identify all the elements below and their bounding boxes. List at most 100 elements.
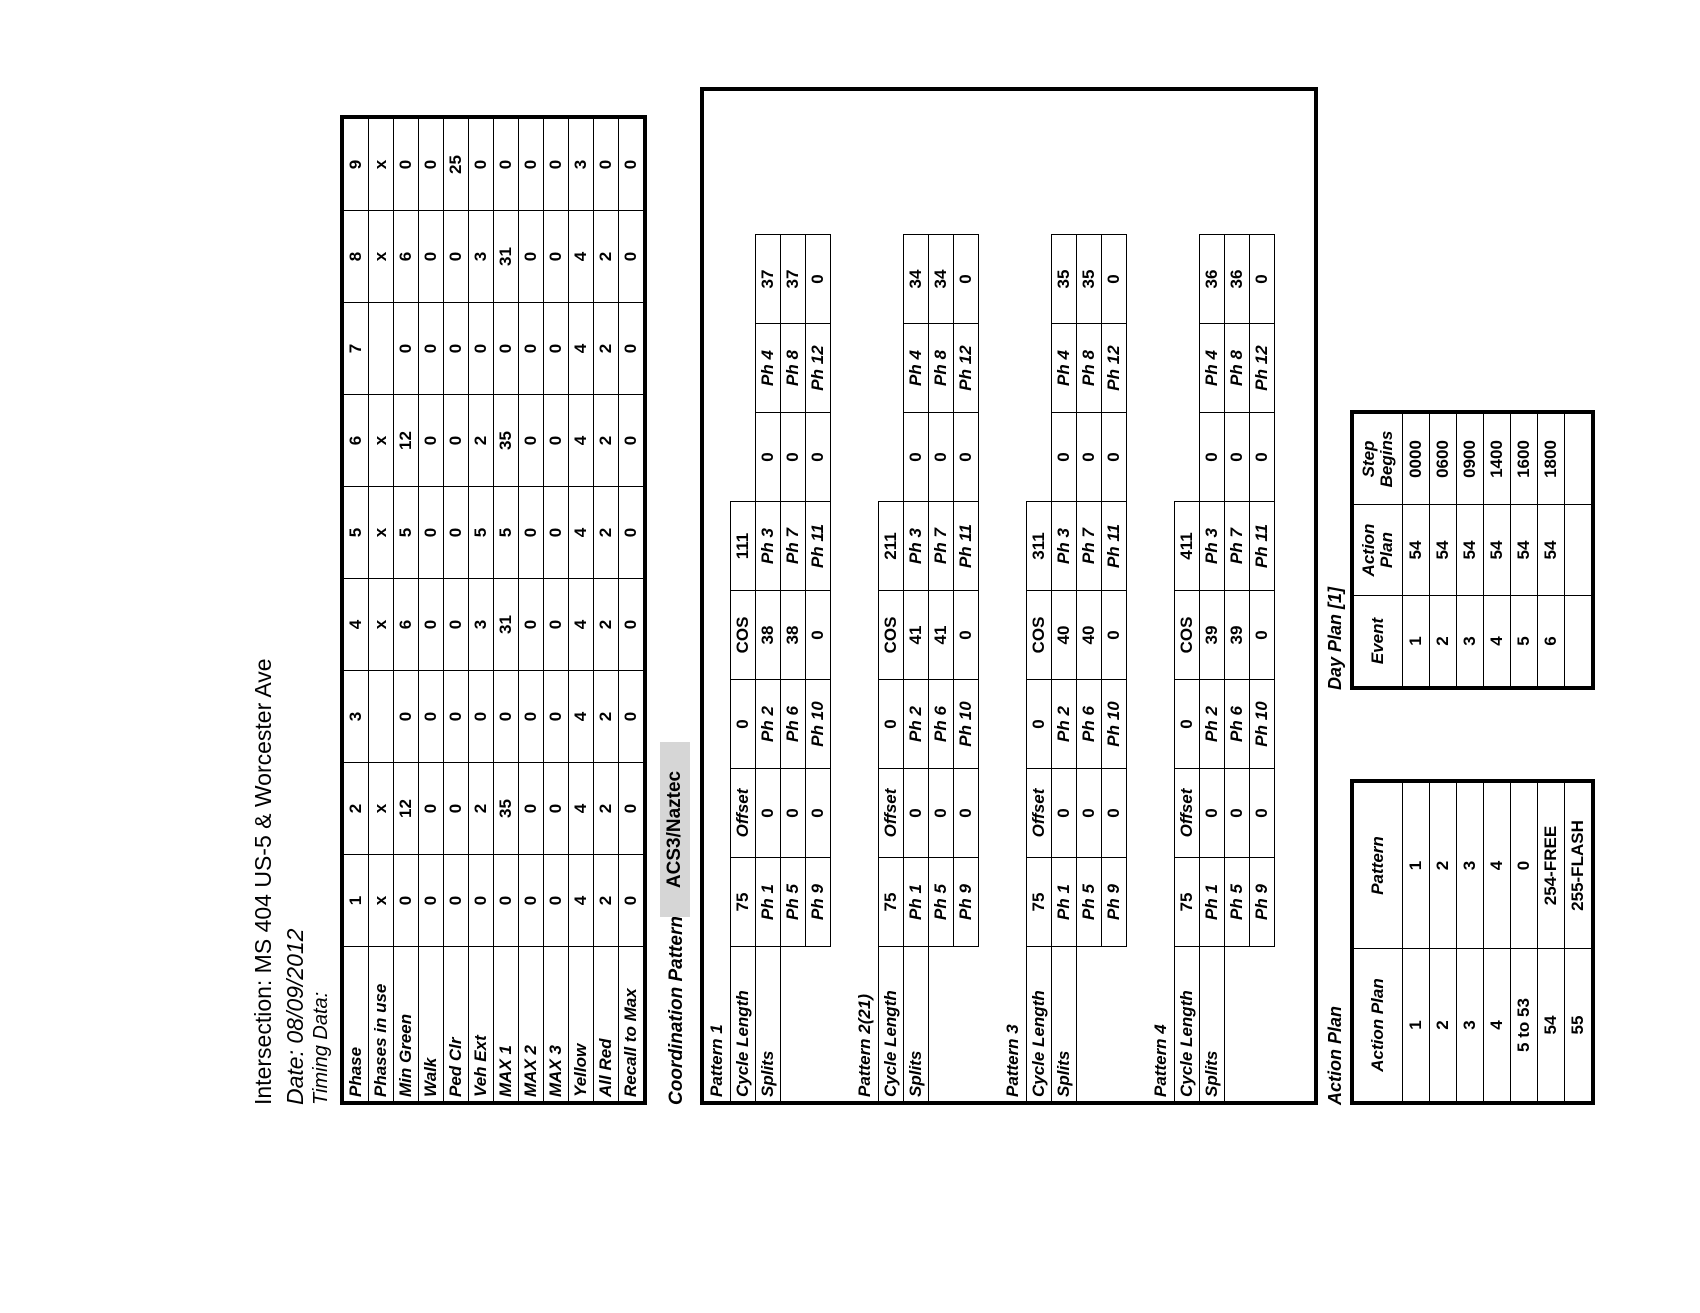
timing-value: 5 <box>342 486 369 579</box>
timing-value: 2 <box>593 302 619 395</box>
timing-value: 6 <box>342 394 369 487</box>
timing-data-label: Timing Data: <box>310 991 332 1105</box>
timing-value: 5 <box>493 486 519 579</box>
pattern-title: Pattern 1 <box>707 1024 726 1097</box>
timing-value: 6 <box>393 210 419 303</box>
day-plan-value: 1600 <box>1510 412 1538 505</box>
coordination-label: Coordination Patterns: <box>666 899 687 1105</box>
day-plan-value: 0000 <box>1402 412 1430 505</box>
column-header: Pattern <box>1352 781 1403 949</box>
day-plan-value: 3 <box>1456 595 1484 688</box>
split-value: 0 <box>1249 234 1275 324</box>
offset-value: 0 <box>878 679 904 769</box>
cycle-length-value: 75 <box>730 857 756 947</box>
splits-label: Splits <box>1199 946 1225 1101</box>
phase-label: Ph 11 <box>953 501 979 591</box>
split-value: 41 <box>928 590 954 680</box>
split-value: 35 <box>1076 234 1102 324</box>
timing-value: 0 <box>493 117 519 211</box>
timing-value: 0 <box>418 302 444 395</box>
row-label: Recall to Max <box>618 946 645 1103</box>
timing-value: 3 <box>568 117 594 211</box>
row-label: MAX 1 <box>493 946 519 1103</box>
timing-value: 0 <box>618 578 645 671</box>
action-plan-value: 5 to 53 <box>1510 948 1538 1103</box>
timing-value: 0 <box>443 394 469 487</box>
timing-value: x <box>368 394 394 487</box>
timing-value: 0 <box>518 578 544 671</box>
timing-value: 0 <box>443 578 469 671</box>
row-label: Veh Ext <box>468 946 494 1103</box>
phase-label: Ph 3 <box>1051 501 1077 591</box>
phase-label: Ph 11 <box>1249 501 1275 591</box>
phase-label: Ph 11 <box>805 501 831 591</box>
split-value: 0 <box>1101 590 1127 680</box>
split-value: 0 <box>1249 768 1275 858</box>
timing-value: 4 <box>568 210 594 303</box>
pattern-title: Pattern 3 <box>1003 1024 1022 1097</box>
split-value: 36 <box>1224 234 1250 324</box>
blank-cell <box>953 946 979 1101</box>
split-value: 0 <box>780 412 806 502</box>
timing-value: 0 <box>418 670 444 763</box>
row-label: Ped Clr <box>443 946 469 1103</box>
split-value: 0 <box>1224 412 1250 502</box>
timing-value: 0 <box>618 670 645 763</box>
timing-value: 4 <box>568 394 594 487</box>
row-label: All Red <box>593 946 619 1103</box>
cycle-length-label: Cycle Length <box>730 946 756 1101</box>
split-value: 40 <box>1076 590 1102 680</box>
phase-label: Ph 12 <box>805 323 831 413</box>
timing-value: 0 <box>518 854 544 947</box>
timing-value: 0 <box>468 117 494 211</box>
row-label: Walk <box>418 946 444 1103</box>
phase-label: Ph 5 <box>780 857 806 947</box>
offset-value: 0 <box>1026 679 1052 769</box>
timing-sheet: Intersection: MS 404 US-5 & Worcester Av… <box>250 0 1595 1105</box>
split-value: 0 <box>1101 412 1127 502</box>
phase-label: Ph 1 <box>1199 857 1225 947</box>
pattern-value: 4 <box>1483 781 1511 949</box>
timing-value: 0 <box>493 670 519 763</box>
controller-type: ACS3/Naztec <box>660 742 690 917</box>
timing-value: 0 <box>393 302 419 395</box>
split-value: 39 <box>1199 590 1225 680</box>
phase-label: Ph 9 <box>1101 857 1127 947</box>
phase-label: Ph 3 <box>755 501 781 591</box>
split-value: 0 <box>1249 412 1275 502</box>
timing-value: 6 <box>393 578 419 671</box>
action-plan-value: 2 <box>1429 948 1457 1103</box>
phase-label: Ph 4 <box>755 323 781 413</box>
day-plan-value: 1 <box>1402 595 1430 688</box>
timing-value: 0 <box>443 762 469 855</box>
day-plan-value: 0600 <box>1429 412 1457 505</box>
split-value: 0 <box>1101 234 1127 324</box>
phase-label: Ph 2 <box>1051 679 1077 769</box>
timing-value: 0 <box>493 854 519 947</box>
phase-label: Ph 1 <box>755 857 781 947</box>
row-label: Phases in use <box>368 946 394 1103</box>
timing-value: 3 <box>468 210 494 303</box>
split-value: 35 <box>1051 234 1077 324</box>
pattern-title: Pattern 2(21) <box>855 994 874 1097</box>
phase-label: Ph 12 <box>953 323 979 413</box>
timing-value: 35 <box>493 762 519 855</box>
